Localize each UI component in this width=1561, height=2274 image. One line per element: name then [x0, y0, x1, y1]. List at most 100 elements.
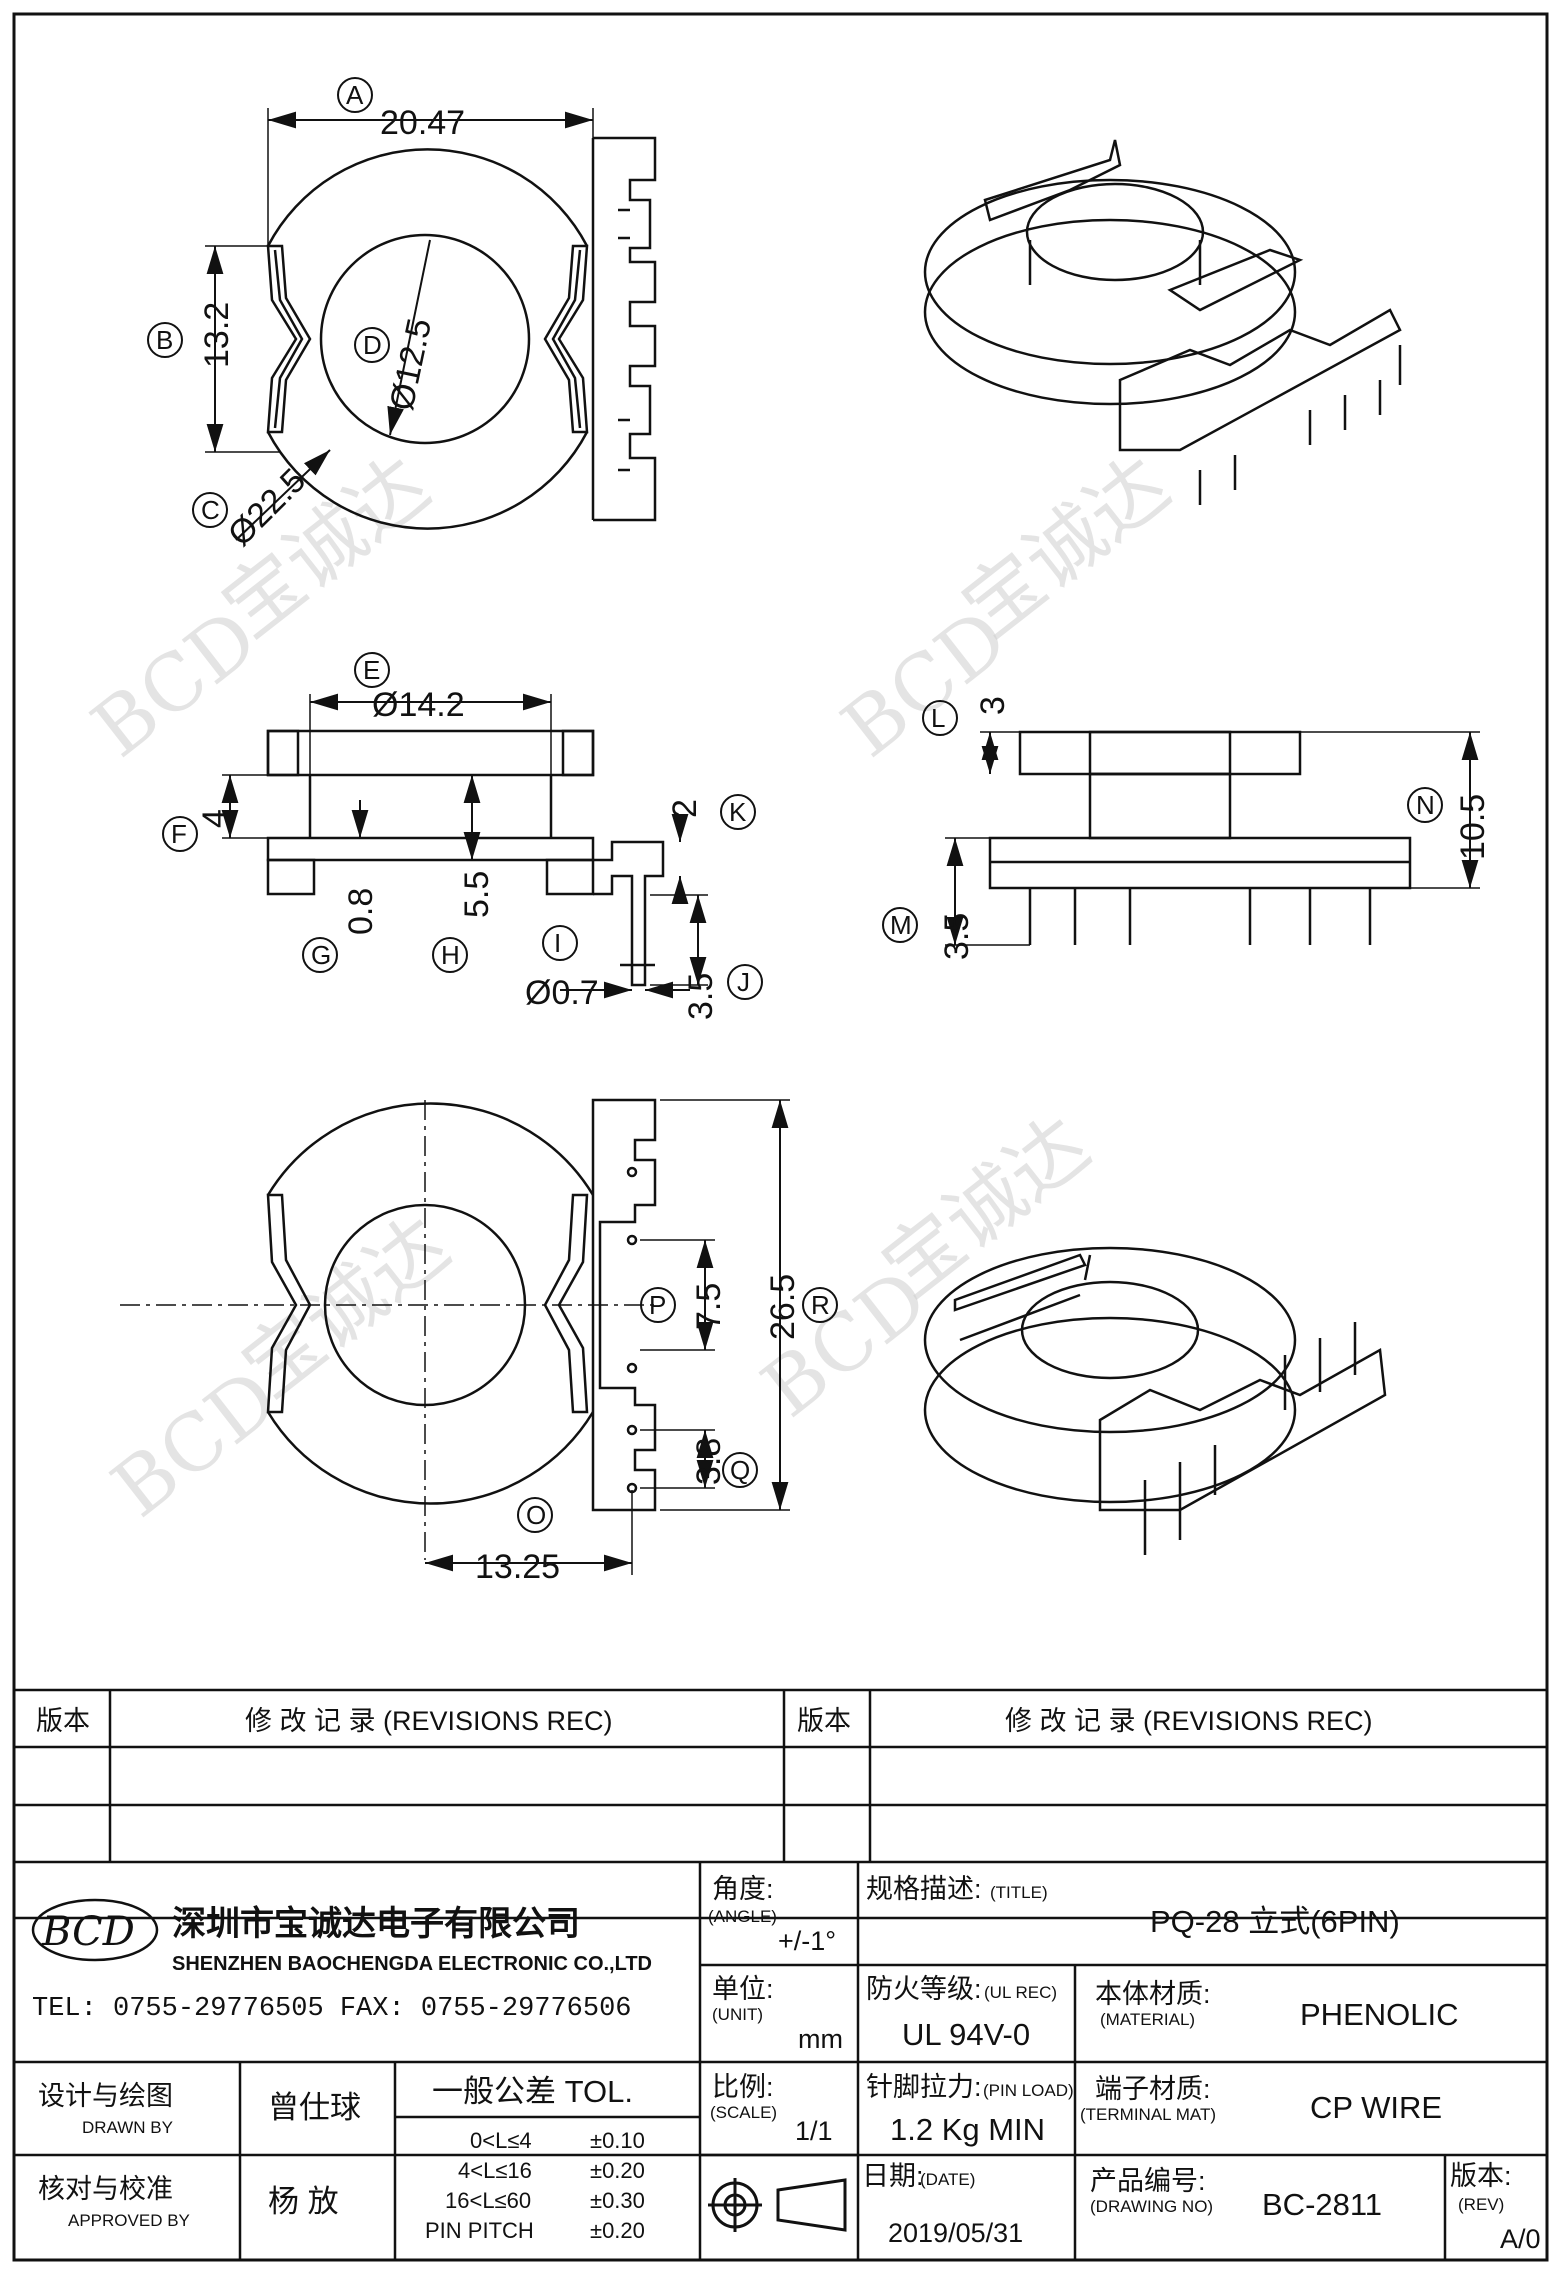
- drawn-label: 设计与绘图: [38, 2081, 173, 2111]
- pinload-value: 1.2 Kg MIN: [890, 2112, 1045, 2147]
- tolerance-value: ±0.10: [590, 2128, 645, 2153]
- dim-e-value: Ø14.2: [372, 686, 465, 724]
- revision-col-rev-right: 版本: [797, 1706, 851, 1736]
- material-label: 本体材质:: [1095, 1979, 1211, 2009]
- sheet-border: [12, 12, 1549, 2262]
- revision-col-desc-right: 修 改 记 录 (REVISIONS REC): [1005, 1706, 1373, 1736]
- balloon-e: E: [363, 655, 380, 685]
- tolerance-label: 一般公差 TOL.: [432, 2074, 633, 2109]
- date-value: 2019/05/31: [888, 2218, 1023, 2248]
- tolerance-range: 0<L≤4: [470, 2128, 532, 2153]
- company-logo: BCD: [41, 1909, 135, 1955]
- ul-label-en: (UL REC): [984, 1983, 1057, 2002]
- approved-label: 核对与校准: [38, 2174, 173, 2204]
- watermark-text: 宝诚达: [946, 440, 1186, 655]
- dim-d-value: Ø12.5: [383, 315, 439, 414]
- pinload-label-en: (PIN LOAD): [983, 2081, 1074, 2100]
- balloon-k: K: [729, 797, 747, 827]
- dim-g-value: 0.8: [342, 888, 380, 935]
- angle-value: +/-1°: [778, 1926, 836, 1956]
- balloon-j: J: [737, 967, 750, 997]
- dim-j-value: 3.5: [682, 973, 720, 1020]
- company-logo-mark: [31, 1898, 159, 1962]
- approved-label-en: APPROVED BY: [68, 2211, 190, 2230]
- pinload-label: 针脚拉力:: [866, 2072, 982, 2102]
- tolerance-range: 4<L≤16: [458, 2158, 532, 2183]
- drawn-value: 曾仕球: [268, 2090, 361, 2125]
- tolerance-value: ±0.20: [590, 2158, 645, 2183]
- terminal-label: 端子材质:: [1095, 2074, 1211, 2104]
- balloon-p: P: [649, 1290, 666, 1320]
- date-label: 日期:: [862, 2161, 924, 2191]
- balloon-g: G: [311, 940, 331, 970]
- balloon-b: B: [156, 325, 173, 355]
- balloon-c: C: [201, 495, 220, 525]
- balloon-h: H: [441, 940, 460, 970]
- top-view: [266, 136, 657, 530]
- front-view: [266, 729, 665, 987]
- scale-value: 1/1: [795, 2116, 833, 2146]
- balloon-r: R: [811, 1290, 830, 1320]
- dim-l-value: 3: [974, 696, 1012, 715]
- balloon-q: Q: [730, 1455, 750, 1485]
- bottom-view-dimensions: 13.25 7.5 3.8 26.5: [425, 1099, 802, 1586]
- rev-value: A/0: [1500, 2224, 1541, 2254]
- company-name-cn: 深圳市宝诚达电子有限公司: [172, 1904, 580, 1943]
- dim-h-value: 5.5: [458, 871, 496, 918]
- unit-label-en: (UNIT): [712, 2005, 763, 2024]
- balloon-a: A: [346, 80, 364, 110]
- title-block-grid: [14, 1862, 1547, 2260]
- company-block: BCD 深圳市宝诚达电子有限公司 SHENZHEN BAOCHENGDA ELE…: [31, 1898, 652, 2024]
- company-name-en: SHENZHEN BAOCHENGDA ELECTRONIC CO.,LTD: [172, 1953, 652, 1975]
- date-label-en: (DATE): [920, 2170, 975, 2189]
- balloon-n: N: [1416, 790, 1435, 820]
- unit-label: 单位:: [712, 1974, 774, 2004]
- angle-label-en: (ANGLE): [708, 1907, 777, 1926]
- title-value: PQ-28 立式(6PIN): [1150, 1904, 1400, 1939]
- material-label-en: (MATERIAL): [1100, 2010, 1195, 2029]
- balloon-f: F: [171, 819, 187, 849]
- scale-label: 比例:: [712, 2072, 774, 2102]
- iso-view-top: [923, 139, 1402, 505]
- revision-col-desc-left: 修 改 记 录 (REVISIONS REC): [245, 1706, 613, 1736]
- bottom-view: [120, 1098, 657, 1560]
- dimension-balloons: A B C D E F G H I J K L M N O P Q R: [147, 77, 1443, 1533]
- terminal-value: CP WIRE: [1310, 2090, 1442, 2125]
- tolerance-range: PIN PITCH: [425, 2218, 534, 2243]
- rev-label-en: (REV): [1458, 2195, 1504, 2214]
- dim-a-value: 20.47: [380, 104, 465, 142]
- title-label-en: (TITLE): [990, 1883, 1048, 1902]
- projection-symbol: [708, 2178, 847, 2232]
- side-view-dimensions: 3 3.5 10.5: [938, 696, 1492, 960]
- approved-value: 杨 放: [268, 2184, 339, 2219]
- tolerance-range: 16<L≤60: [445, 2188, 531, 2213]
- ul-value: UL 94V-0: [902, 2017, 1030, 2052]
- dim-b-value: 13.2: [198, 302, 236, 368]
- revision-col-rev-left: 版本: [36, 1706, 90, 1736]
- balloon-i: I: [554, 928, 561, 958]
- scale-label-en: (SCALE): [710, 2103, 777, 2122]
- drawing-label-en: (DRAWING NO): [1090, 2197, 1213, 2216]
- drawing-label: 产品编号:: [1090, 2166, 1206, 2196]
- watermark-text: 宝诚达: [866, 1100, 1106, 1315]
- tolerance-value: ±0.20: [590, 2218, 645, 2243]
- tolerance-table: 0<L≤4 ±0.10 4<L≤16 ±0.20 16<L≤60 ±0.30 P…: [425, 2128, 645, 2243]
- front-view-dimensions: Ø14.2 4 0.8 5.5 Ø0.7 3.5 2: [196, 686, 720, 1020]
- balloon-l: L: [931, 703, 945, 733]
- tolerance-value: ±0.30: [590, 2188, 645, 2213]
- title-label: 规格描述:: [866, 1874, 982, 1904]
- dim-m-value: 3.5: [938, 913, 976, 960]
- balloon-m: M: [890, 910, 912, 940]
- balloon-d: D: [363, 330, 382, 360]
- drawing-value: BC-2811: [1262, 2187, 1382, 2222]
- watermark-text: 宝诚达: [226, 1200, 466, 1415]
- dim-r-value: 26.5: [764, 1274, 802, 1340]
- revision-table: [14, 1688, 1547, 1920]
- unit-value: mm: [798, 2024, 843, 2054]
- side-view: [988, 730, 1412, 945]
- dim-n-value: 10.5: [1454, 794, 1492, 860]
- dim-i-value: Ø0.7: [525, 974, 599, 1012]
- dim-o-value: 13.25: [475, 1548, 560, 1586]
- drawn-label-en: DRAWN BY: [82, 2118, 173, 2137]
